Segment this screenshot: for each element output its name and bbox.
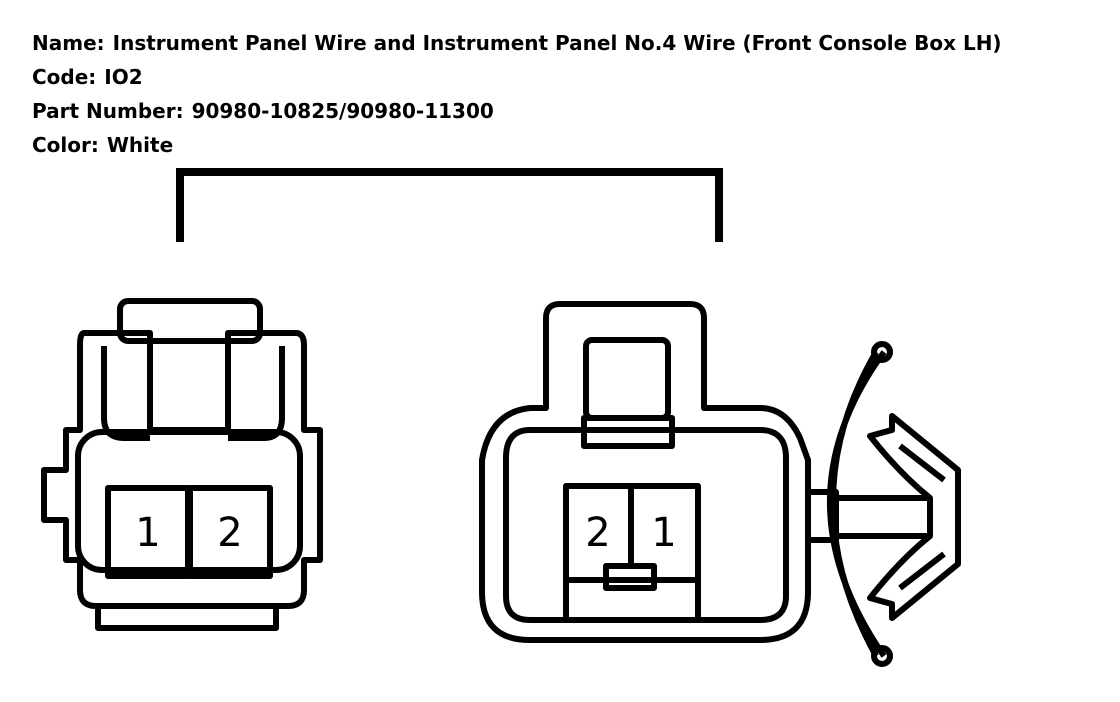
name-label: Name: <box>32 31 105 55</box>
right-clip-end-bottom <box>871 645 893 667</box>
right-connector <box>479 301 961 667</box>
right-latch-tab <box>581 415 675 449</box>
right-clip-end-top <box>871 341 893 363</box>
part-number-label: Part Number: <box>32 99 184 123</box>
right-clip-retainer-inner <box>898 443 946 591</box>
code-value: IO2 <box>104 65 143 89</box>
right-clip-arc-inner <box>830 350 879 658</box>
code-label: Code: <box>32 65 97 89</box>
color-line: Color: White <box>32 128 1002 162</box>
part-number-value: 90980-10825/90980-11300 <box>191 99 494 123</box>
right-latch-window <box>583 337 671 421</box>
left-inner-hood <box>101 346 285 441</box>
right-keyway <box>603 563 657 591</box>
connector-info: Name: Instrument Panel Wire and Instrumen… <box>32 26 1002 162</box>
right-clip-shaft <box>836 495 930 539</box>
left-body-outline <box>41 330 323 609</box>
name-line: Name: Instrument Panel Wire and Instrumen… <box>32 26 1002 60</box>
left-latch-tab <box>117 298 263 344</box>
mating-bracket <box>176 168 723 242</box>
right-pin-label-2: 2 <box>585 510 610 556</box>
color-value: White <box>106 133 174 157</box>
left-pin-cavity-2 <box>187 485 273 579</box>
name-value: Instrument Panel Wire and Instrument Pan… <box>112 31 1002 55</box>
code-line: Code: IO2 <box>32 60 1002 94</box>
part-number-line: Part Number: 90980-10825/90980-11300 <box>32 94 1002 128</box>
right-pin-label-1: 1 <box>651 510 676 556</box>
right-clip-retainer <box>867 413 961 621</box>
right-inner-shell <box>503 427 789 623</box>
color-label: Color: <box>32 133 99 157</box>
right-outer-shell <box>479 301 811 643</box>
left-pin-label-2: 2 <box>217 510 242 556</box>
left-bottom-skirt <box>95 606 279 631</box>
left-pin-label-1: 1 <box>135 510 160 556</box>
left-connector <box>41 298 323 631</box>
